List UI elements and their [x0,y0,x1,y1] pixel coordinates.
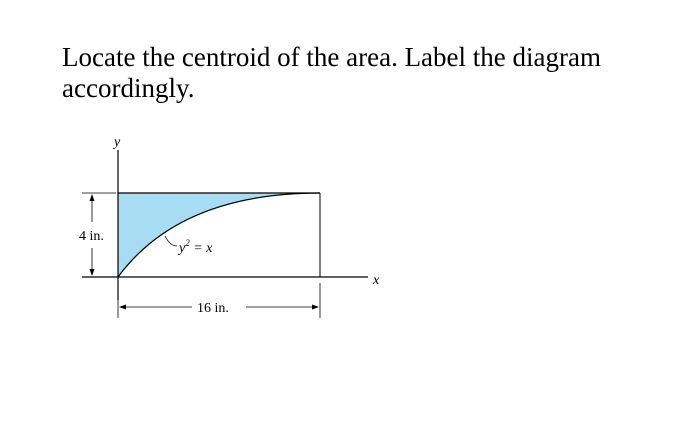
curve-equation-rest: = x [190,241,213,256]
width-arrow-left [119,304,126,310]
height-dimension-label: 4 in. [79,229,104,244]
parabola-curve [117,192,321,278]
problem-statement: Locate the centroid of the area. Label t… [62,42,662,104]
height-arrow-top [89,194,95,201]
curve-equation-exponent: 2 [185,238,190,248]
curve-equation-base: y [177,241,186,256]
curve-equation: y2 = x [177,238,213,256]
height-arrow-bottom [89,269,95,276]
problem-text-line-1: Locate the centroid of the area. Label t… [62,42,601,72]
shaded-area [118,193,320,277]
width-arrow-right [312,304,319,310]
width-dimension-label: 16 in. [197,301,229,316]
y-axis-label: y [112,135,121,150]
problem-text-line-2: accordingly. [62,73,195,103]
x-axis-label: x [372,273,380,288]
equation-leader [164,235,178,247]
